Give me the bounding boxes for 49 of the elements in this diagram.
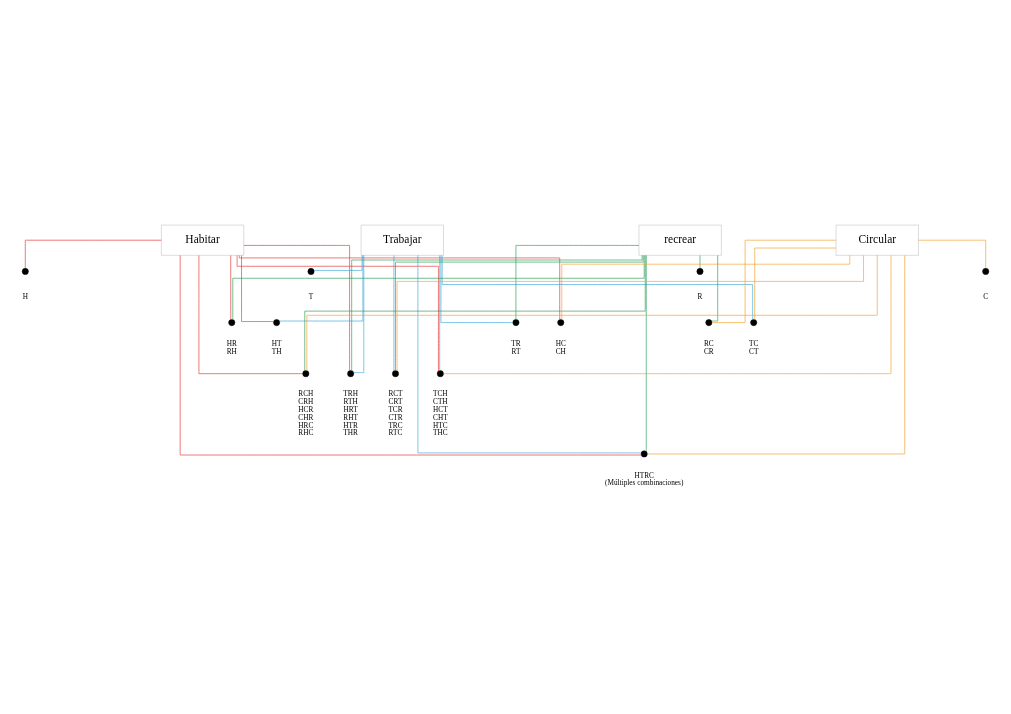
- connector: [239, 255, 561, 320]
- connector: [241, 255, 274, 322]
- connector: [439, 255, 441, 371]
- connector: [279, 255, 364, 322]
- node-circle: [21, 268, 29, 275]
- connector: [232, 255, 645, 320]
- connector: [754, 247, 837, 320]
- connector: [353, 255, 365, 373]
- node-circle: [705, 319, 713, 326]
- connector: [417, 255, 642, 454]
- node-circle: [982, 268, 990, 275]
- connector: [24, 239, 162, 269]
- node-circle: [302, 370, 310, 378]
- connector: [561, 255, 851, 320]
- connector: [918, 239, 987, 269]
- connector: [440, 255, 514, 323]
- node-circle: [392, 370, 399, 378]
- node-circle: [696, 268, 704, 275]
- connector: [236, 255, 439, 372]
- connector: [711, 239, 837, 323]
- node-circle: [436, 370, 444, 378]
- connector: [699, 255, 701, 269]
- connector: [198, 255, 303, 374]
- node-box: Circular: [835, 224, 919, 256]
- node-box: Trabajar: [360, 224, 444, 256]
- node-circle: [273, 319, 280, 326]
- connector: [441, 255, 753, 320]
- connector: [313, 255, 363, 271]
- connector: [243, 245, 350, 371]
- connector: [443, 255, 892, 374]
- connector: [645, 255, 647, 452]
- node-circle: [512, 319, 520, 326]
- connector: [230, 255, 232, 320]
- node-box: recrear: [638, 224, 722, 256]
- connector: [395, 255, 644, 371]
- connector: [711, 255, 719, 322]
- node-circle: [347, 370, 355, 378]
- node-circle: [307, 268, 315, 275]
- node-circle: [640, 450, 648, 458]
- connector: [515, 245, 640, 320]
- node-circle: [228, 319, 236, 326]
- node-circle: [557, 319, 565, 326]
- connector: [393, 255, 395, 372]
- connector: [647, 255, 906, 455]
- connector: [306, 255, 878, 372]
- connector: [179, 255, 642, 456]
- connector: [396, 255, 864, 372]
- node-circle: [750, 319, 758, 326]
- node-box: Habitar: [161, 224, 244, 256]
